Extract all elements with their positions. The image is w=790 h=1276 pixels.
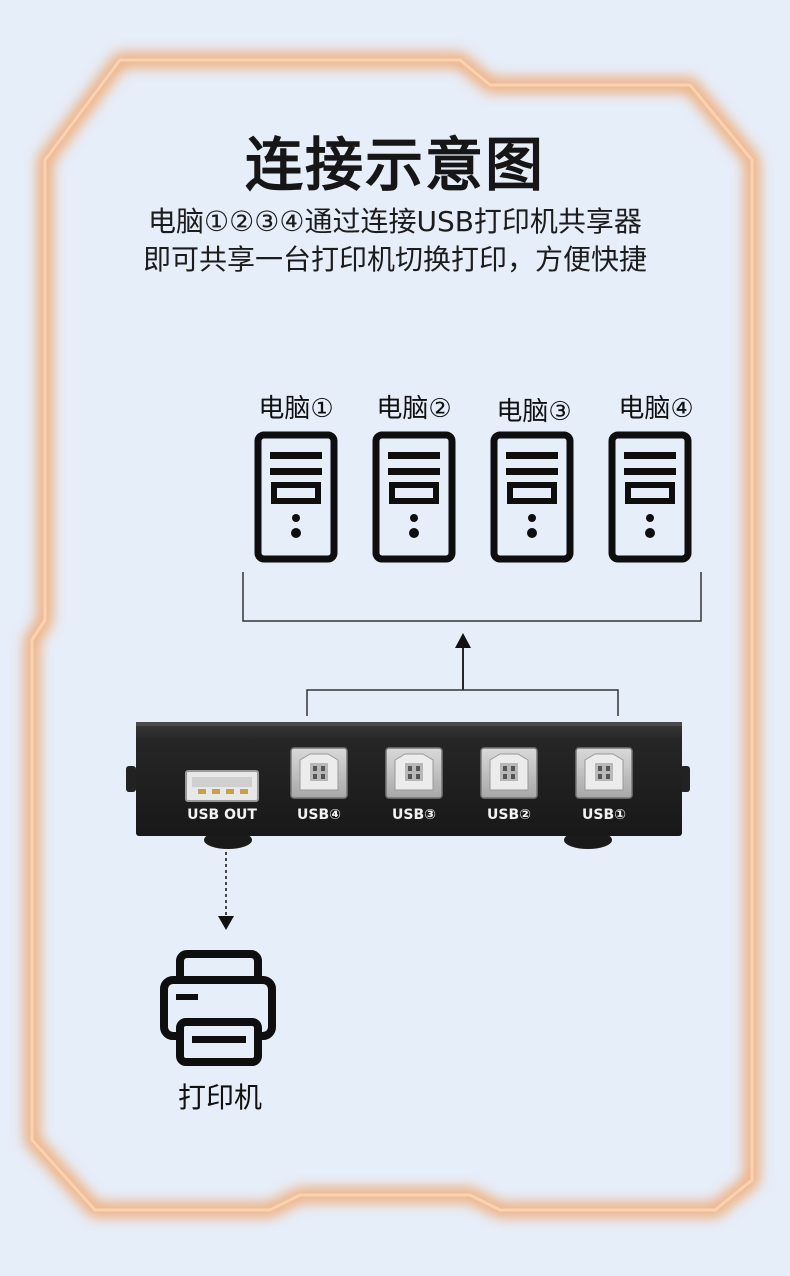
arrow-up-icon: [455, 633, 471, 690]
computers-bracket: [242, 572, 702, 622]
computer-tower-icon: [254, 431, 338, 563]
subtitle-line-2: 即可共享一台打印机切换打印，方便快捷: [142, 243, 647, 276]
page-title: 连接示意图: [244, 131, 545, 199]
arrow-down-icon: [218, 852, 234, 930]
usb-b-port-icon: [385, 747, 443, 799]
computer-4-label: 电脑④: [618, 394, 694, 424]
computer-tower-icon: [490, 431, 574, 563]
computer-1-label: 电脑①: [258, 394, 334, 424]
usb-b-port-icon: [480, 747, 538, 799]
computer-3-label: 电脑③: [496, 397, 572, 427]
printer-label: 打印机: [177, 1081, 262, 1114]
usb-b-port-icon: [575, 747, 633, 799]
ports-bracket: [306, 689, 619, 716]
printer-icon: [160, 950, 276, 1066]
computer-2-label: 电脑②: [376, 394, 452, 424]
computer-3: [490, 431, 574, 563]
port-label-usb-out: USB OUT: [187, 807, 257, 823]
port-label-usb-2: USB②: [487, 807, 531, 823]
computer-tower-icon: [372, 431, 456, 563]
subtitle-line-1: 电脑①②③④通过连接USB打印机共享器: [148, 205, 642, 238]
computer-1: [254, 431, 338, 563]
computer-4: [608, 431, 692, 563]
usb-switch-box: [126, 722, 690, 849]
port-label-usb-3: USB③: [392, 807, 436, 823]
frame-border: [25, 53, 759, 1217]
port-label-usb-4: USB④: [297, 807, 341, 823]
usb-b-port-icon: [290, 747, 348, 799]
usb-a-port-icon: [185, 770, 259, 802]
port-label-usb-1: USB①: [582, 807, 626, 823]
computer-2: [372, 431, 456, 563]
computer-tower-icon: [608, 431, 692, 563]
